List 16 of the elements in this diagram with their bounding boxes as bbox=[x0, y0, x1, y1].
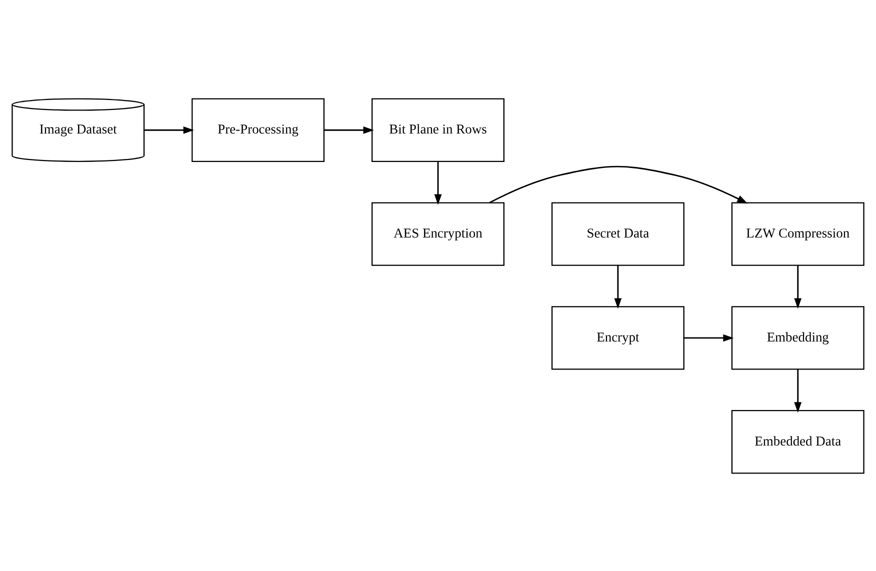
node-box: Bit Plane in Rows bbox=[372, 98, 504, 162]
node-box: LZW Compression bbox=[731, 202, 864, 266]
node-box: AES Encryption bbox=[372, 202, 504, 266]
node-box: Embedding bbox=[731, 306, 864, 370]
arrow bbox=[489, 165, 748, 204]
arrow bbox=[144, 126, 194, 134]
node-box: Encrypt bbox=[551, 306, 684, 370]
arrow bbox=[434, 160, 442, 204]
node-box: Pre-Processing bbox=[192, 98, 325, 162]
arrow bbox=[324, 126, 374, 134]
arrow bbox=[614, 264, 622, 308]
arrow bbox=[794, 264, 802, 308]
arrow bbox=[794, 368, 802, 412]
arrow bbox=[684, 334, 734, 342]
node-box: Secret Data bbox=[551, 202, 684, 266]
node-box: Embedded Data bbox=[731, 410, 864, 474]
